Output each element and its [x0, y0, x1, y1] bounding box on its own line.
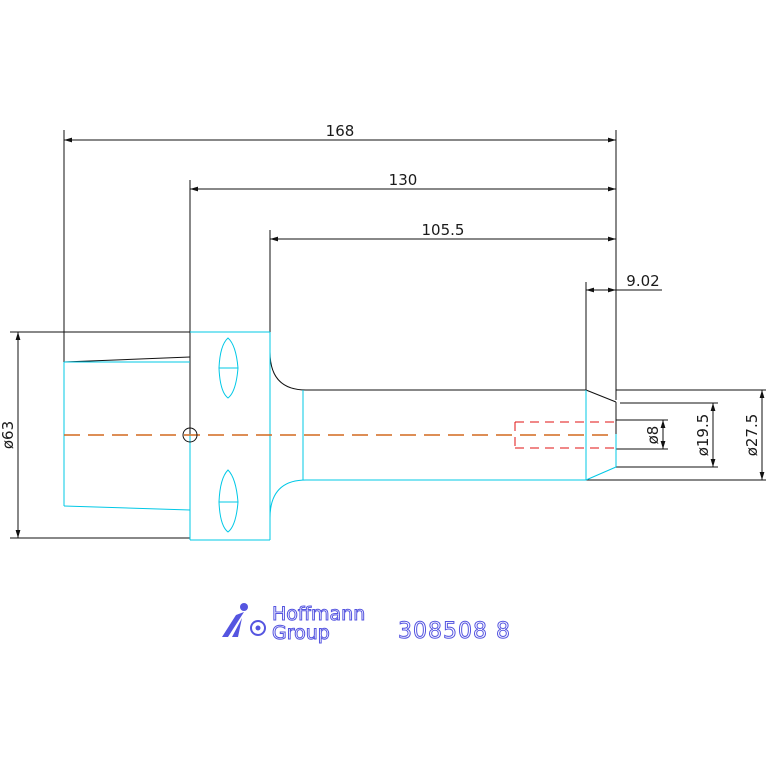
dimension-label-168: 168: [326, 122, 355, 140]
dimension-9: 9.02: [585, 272, 662, 392]
logo-gear-icon: [250, 620, 266, 636]
dimension-label-130: 130: [389, 171, 418, 189]
bore-hidden-lines: [514, 421, 616, 449]
logo-figure-head: [240, 603, 248, 611]
logo-figure-body: [222, 612, 244, 637]
dimension-label-dia-19: ø19.5: [694, 414, 712, 457]
dimension-168: 168: [63, 122, 617, 434]
dimension-label-105: 105.5: [422, 221, 465, 239]
dimension-dia-27: ø27.5: [586, 389, 766, 481]
dimension-105: 105.5: [269, 221, 616, 332]
dimension-label-dia-27: ø27.5: [743, 414, 761, 457]
keyway-bottom: [218, 469, 239, 533]
keyway-top: [218, 337, 239, 399]
dimension-130: 130: [189, 171, 616, 540]
dimension-dia-8: ø8: [616, 419, 668, 450]
logo-line1: Hoffmann: [272, 603, 365, 625]
dimension-label-dia-63: ø63: [0, 421, 17, 449]
dimension-dia-19: ø19.5: [616, 402, 718, 468]
dimension-label-9: 9.02: [626, 272, 659, 290]
center-mark: [182, 427, 198, 443]
part-outline-top: [63, 331, 617, 434]
hoffmann-logo: Hoffmann Group: [222, 603, 366, 645]
dimension-label-dia-8: ø8: [644, 426, 662, 445]
part-number: 308508 8: [398, 619, 511, 644]
dimension-dia-63: ø63: [0, 331, 190, 539]
logo-line2: Group: [272, 622, 330, 644]
part-outline-bottom: [63, 331, 617, 541]
